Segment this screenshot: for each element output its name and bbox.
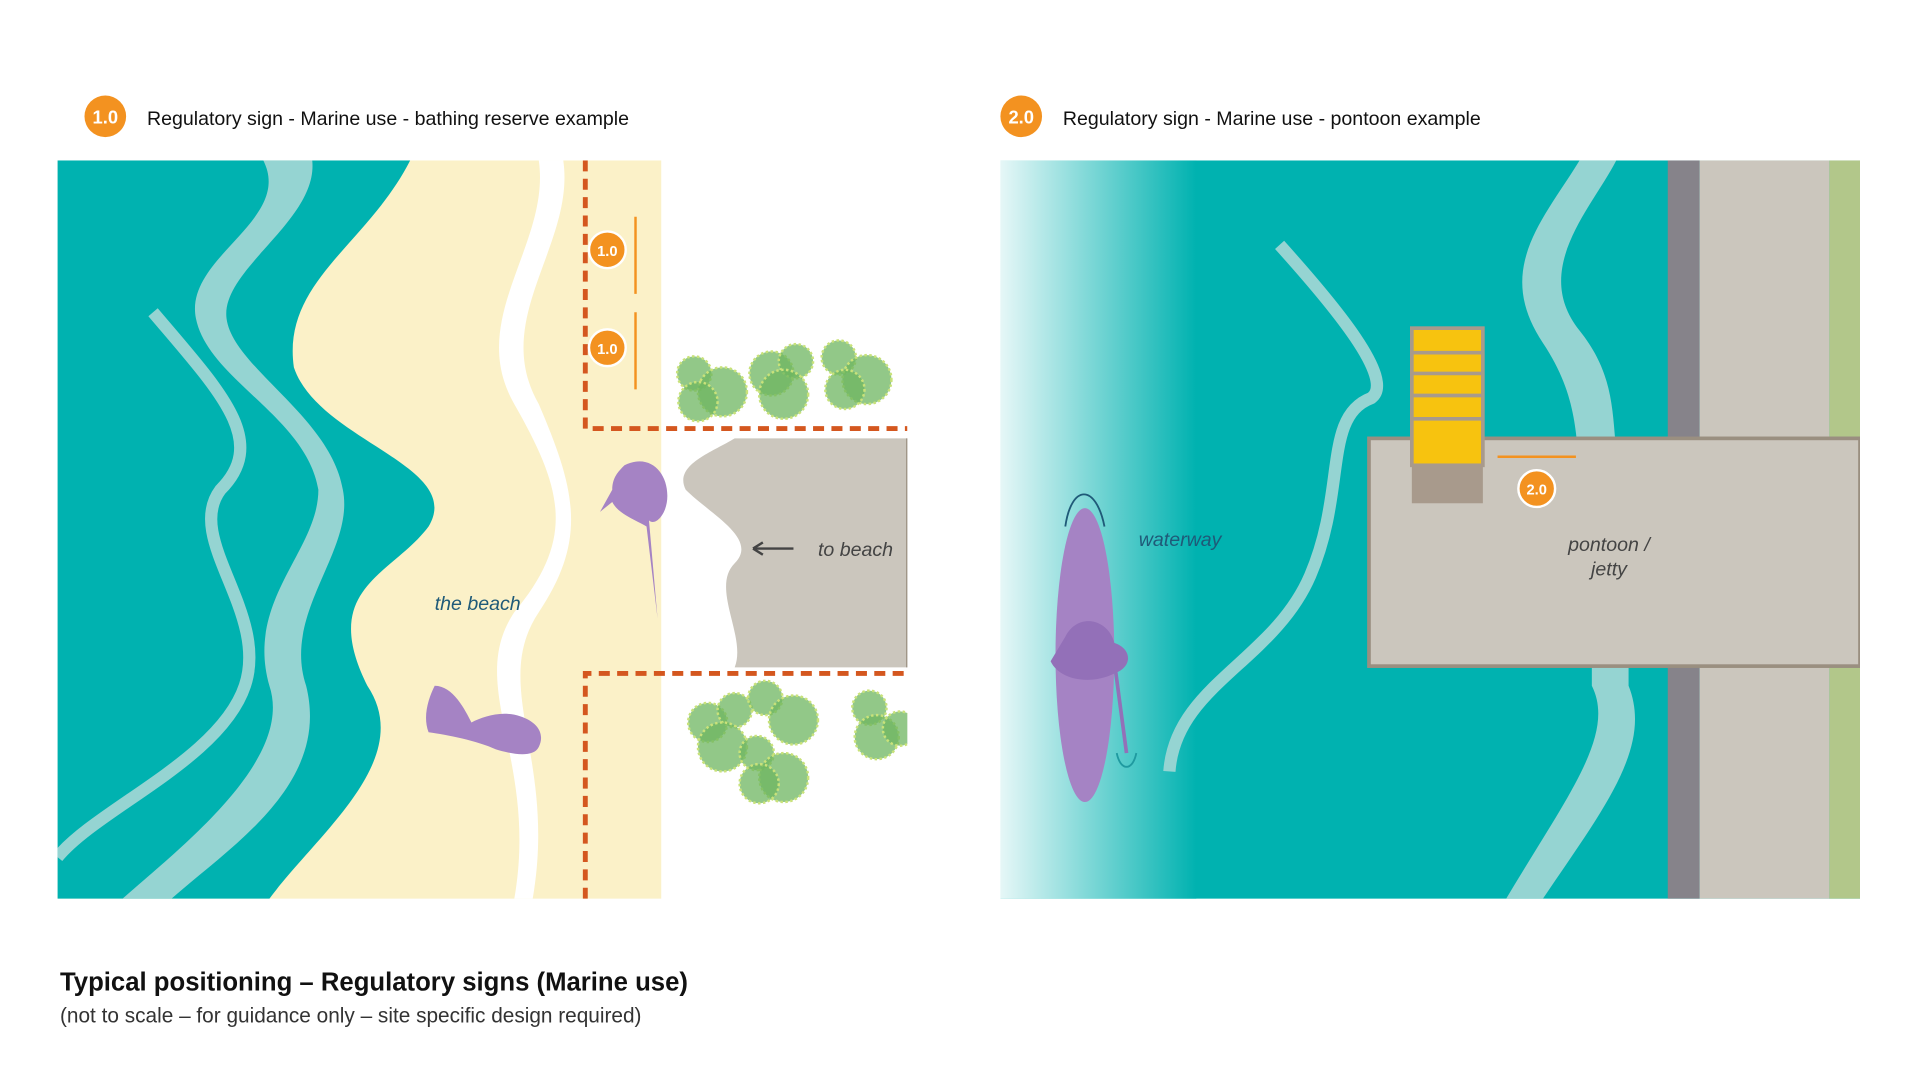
- beach-label: the beach: [435, 593, 521, 615]
- kayak-figure: [1050, 493, 1138, 803]
- sign-marker-label: 1.0: [597, 342, 617, 358]
- arrow-left-icon: [752, 541, 794, 556]
- sign-marker-1-0: [587, 230, 627, 270]
- panel-1-heading: Regulatory sign - Marine use - bathing r…: [147, 108, 629, 130]
- badge-2-0: [1000, 95, 1043, 138]
- sign-marker-2-0: [1517, 468, 1557, 509]
- waterway-label: waterway: [1139, 529, 1223, 551]
- panel-2-heading: Regulatory sign - Marine use - pontoon e…: [1063, 108, 1481, 130]
- bathing-reserve-map: 1.0 1.0 to beach the beach: [57, 160, 908, 899]
- panel-2-header: 2.0 Regulatory sign - Marine use - ponto…: [1000, 95, 1481, 138]
- sign-marker-1-0: [587, 328, 627, 368]
- ramp-base: [1411, 465, 1483, 504]
- badge-1-0: [84, 95, 127, 138]
- sea: [57, 160, 435, 899]
- access-path: [683, 438, 908, 668]
- trees: [675, 339, 908, 805]
- reserve-boundary: [582, 160, 908, 899]
- badge-label: 2.0: [1008, 107, 1034, 128]
- wave-band: [1506, 160, 1636, 899]
- pontoon-label-line2: jetty: [1588, 559, 1628, 581]
- footer-subtitle: (not to scale – for guidance only – site…: [60, 1004, 641, 1027]
- to-beach-label: to beach: [818, 539, 893, 561]
- wave-band: [122, 160, 345, 899]
- pontoon-label-line1: pontoon /: [1567, 534, 1652, 556]
- person-figures: [426, 461, 668, 755]
- panel-1-header: 1.0 Regulatory sign - Marine use - bathi…: [84, 95, 629, 138]
- sign-marker-label: 1.0: [597, 244, 617, 260]
- badge-label: 1.0: [93, 107, 119, 128]
- shore-line: [497, 160, 571, 899]
- pontoon-map: 2.0 waterway pontoon / jetty: [1000, 160, 1860, 899]
- footer-title: Typical positioning – Regulatory signs (…: [60, 969, 688, 997]
- sign-marker-label: 2.0: [1527, 483, 1547, 499]
